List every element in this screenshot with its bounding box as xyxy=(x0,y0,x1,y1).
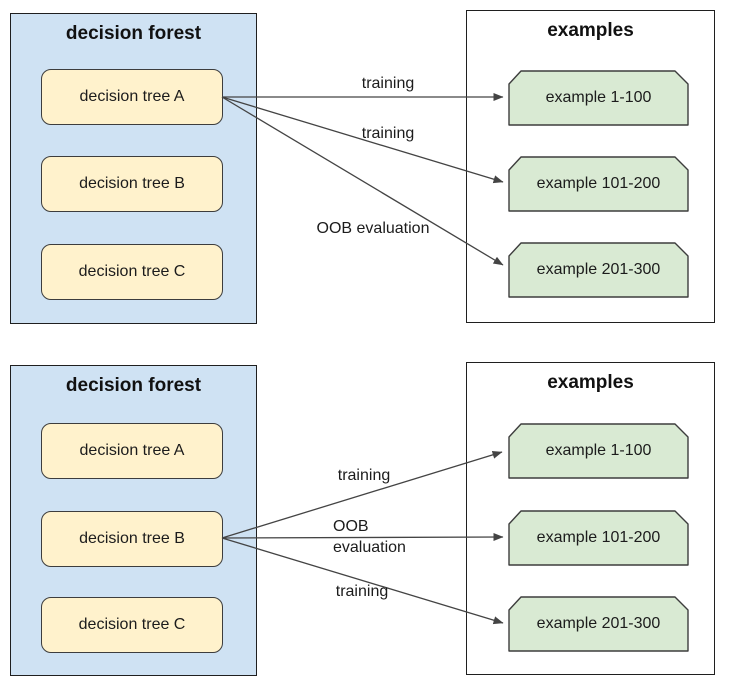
example-201-300-node: example 201-300 xyxy=(508,596,689,652)
arrow-label-training-1: training xyxy=(361,75,415,92)
card-shape-icon xyxy=(508,596,689,652)
arrow-label-training-3: training xyxy=(337,467,391,484)
decision-tree-c-label: decision tree C xyxy=(78,616,186,633)
decision-tree-a-node: decision tree A xyxy=(41,69,223,125)
decision-tree-b-label: decision tree B xyxy=(79,175,185,192)
example-101-200-label: example 101-200 xyxy=(536,529,661,546)
example-1-100-node: example 1-100 xyxy=(508,423,689,479)
examples-title: examples xyxy=(547,20,634,41)
decision-tree-b-label: decision tree B xyxy=(79,530,185,547)
decision-tree-c-node: decision tree C xyxy=(41,597,223,653)
example-201-300-label: example 201-300 xyxy=(536,615,661,632)
card-shape-icon xyxy=(508,156,689,212)
decision-forest-title: decision forest xyxy=(65,375,202,396)
example-201-300-label: example 201-300 xyxy=(536,261,661,278)
decision-forest-box: decision forest decision tree A decision… xyxy=(10,365,257,676)
decision-tree-a-label: decision tree A xyxy=(79,442,185,459)
example-101-200-node: example 101-200 xyxy=(508,156,689,212)
decision-tree-a-label: decision tree A xyxy=(79,88,185,105)
decision-tree-c-node: decision tree C xyxy=(41,244,223,300)
example-1-100-node: example 1-100 xyxy=(508,70,689,126)
examples-box: examples example 1-100 example 101-200 e… xyxy=(466,10,715,323)
example-101-200-label: example 101-200 xyxy=(536,175,661,192)
decision-forest-box: decision forest decision tree A decision… xyxy=(10,13,257,324)
arrow-label-oob-evaluation-2: OOB evaluation xyxy=(333,518,406,556)
decision-tree-b-node: decision tree B xyxy=(41,511,223,567)
arrow-label-oob-evaluation: OOB evaluation xyxy=(316,220,430,237)
decision-tree-a-node: decision tree A xyxy=(41,423,223,479)
card-shape-icon xyxy=(508,510,689,566)
examples-box: examples example 1-100 example 101-200 e… xyxy=(466,362,715,675)
example-201-300-node: example 201-300 xyxy=(508,242,689,298)
example-1-100-label: example 1-100 xyxy=(545,442,652,459)
card-shape-icon xyxy=(508,70,689,126)
decision-forest-title: decision forest xyxy=(65,23,202,44)
decision-tree-c-label: decision tree C xyxy=(78,263,186,280)
arrow-label-training-2: training xyxy=(361,125,415,142)
diagram-panel-top: decision forest decision tree A decision… xyxy=(0,0,737,333)
example-1-100-label: example 1-100 xyxy=(545,89,652,106)
example-101-200-node: example 101-200 xyxy=(508,510,689,566)
arrow-label-training-4: training xyxy=(335,583,389,600)
card-shape-icon xyxy=(508,423,689,479)
card-shape-icon xyxy=(508,242,689,298)
examples-title: examples xyxy=(547,372,634,393)
diagram-panel-bottom: decision forest decision tree A decision… xyxy=(0,352,737,685)
decision-tree-b-node: decision tree B xyxy=(41,156,223,212)
